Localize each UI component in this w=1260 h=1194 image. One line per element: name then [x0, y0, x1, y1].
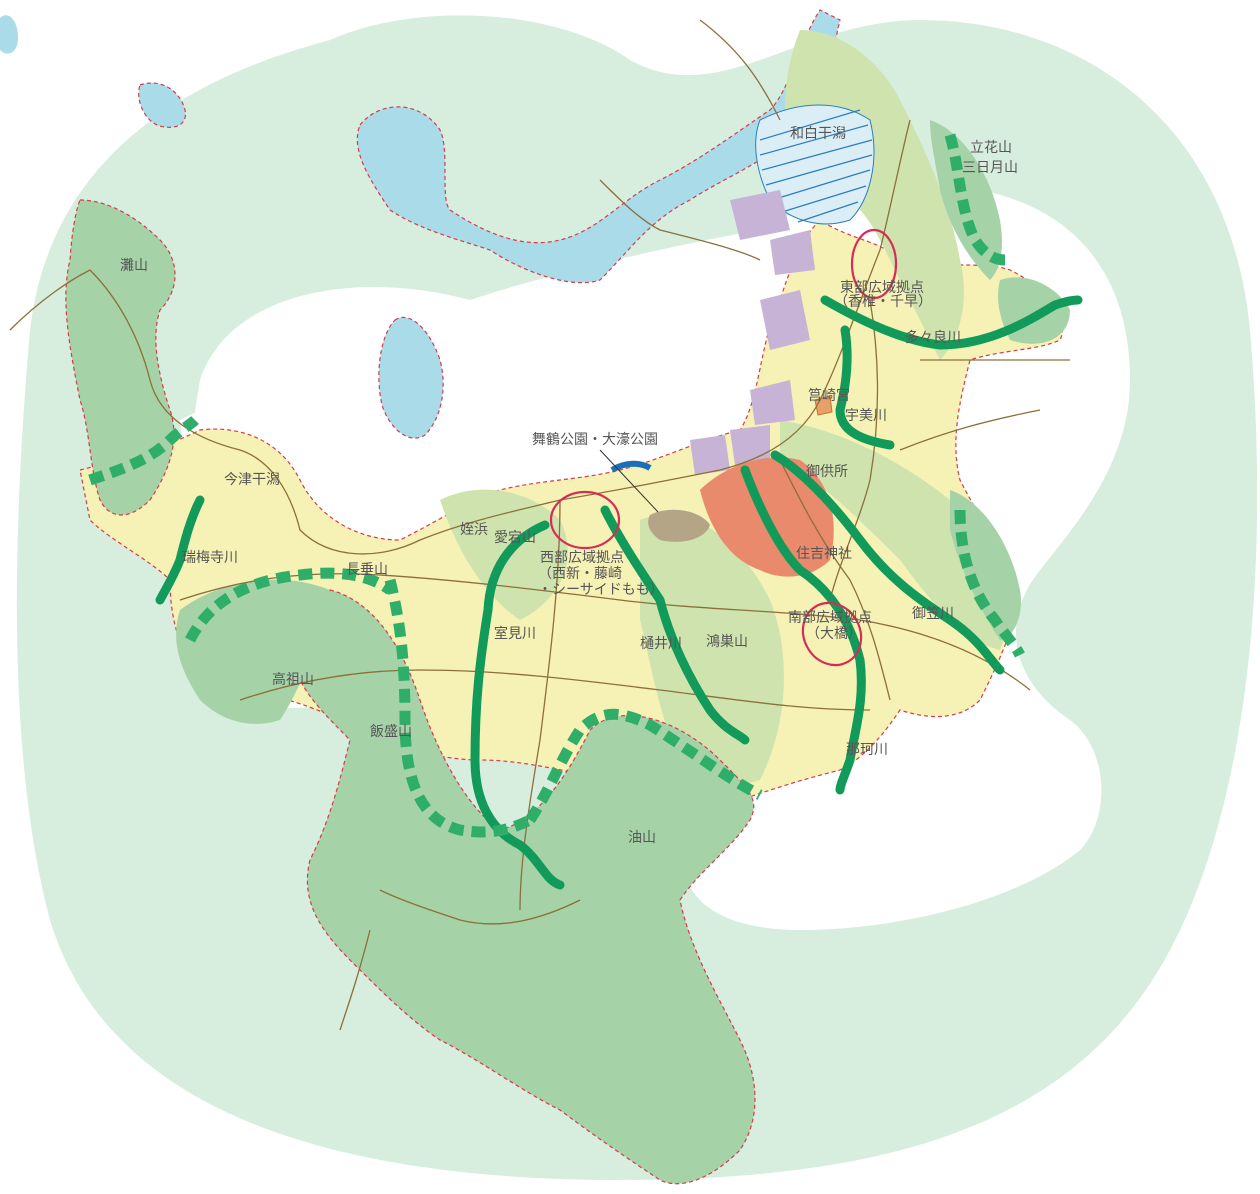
map-labels: 和白干潟 立花山 三日月山 灘山 東部広域拠点 （香椎・千早） 多々良川 筥崎宮… [120, 126, 1018, 846]
label-gokusho: 御供所 [806, 464, 848, 480]
wajiro-tidal-flat [755, 104, 875, 225]
rivers [155, 295, 1083, 890]
southern-mountains [299, 589, 756, 1185]
label-muromi-river: 室見川 [494, 625, 536, 642]
label-nadayama: 灘山 [120, 258, 148, 274]
south-hub-circle [801, 601, 863, 667]
naka-river [740, 465, 866, 795]
uminonakamichi-peninsula [356, 9, 841, 284]
wajiro-hatch-lines [759, 109, 873, 223]
label-zuibaiji-river: 瑞梅寺川 [182, 550, 238, 566]
label-wajiro-higata: 和白干潟 [790, 126, 846, 142]
itoshima-hills [176, 579, 330, 724]
ohori-park [648, 509, 710, 542]
label-meinohama: 姪浜 [460, 522, 488, 538]
western-peninsula-hills [65, 199, 176, 516]
maizuru-leader-line [599, 449, 659, 513]
umi-river [835, 325, 895, 450]
port-areas [690, 190, 815, 475]
label-naka-river: 那珂川 [846, 742, 888, 758]
label-imazu-higata: 今津干潟 [224, 472, 280, 488]
muromi-river [470, 520, 565, 890]
small-island [0, 15, 18, 54]
label-west-hub-line3: ・シーサイドもも） [538, 582, 664, 598]
label-mikasa-river: 御笠川 [912, 606, 954, 622]
label-east-hub-line1: 東部広域拠点 [840, 280, 924, 296]
east-hub-circle [850, 228, 898, 300]
label-hii-river: 樋井川 [640, 636, 682, 652]
label-mikazuki: 三日月山 [962, 160, 1018, 176]
label-iimori: 飯盛山 [370, 723, 412, 740]
label-atago: 愛宕山 [494, 530, 536, 546]
light-green-zone-southeast [780, 420, 1008, 650]
waterfront-marker [610, 460, 652, 473]
genkai-island [138, 82, 187, 128]
label-west-hub-line1: 西部広域拠点 [540, 550, 624, 566]
label-konosu: 鴻巣山 [706, 634, 748, 650]
label-tatara-river: 多々良川 [905, 329, 961, 346]
hii-river [600, 505, 750, 745]
label-tachibana: 立花山 [970, 140, 1012, 156]
label-umi-river: 宇美川 [845, 408, 887, 424]
label-nagatare: 長垂山 [346, 562, 388, 578]
mikasa-hills [950, 490, 1021, 640]
light-green-zone-center [640, 514, 784, 784]
label-aburayama: 油山 [628, 830, 656, 846]
road-network [9, 19, 1070, 1031]
label-maizuru-park: 舞鶴公園・大濠公園 [532, 431, 658, 448]
tatara-river [820, 295, 1083, 350]
mikasa-river [770, 450, 1005, 675]
label-east-hub-line2: （香椎・千早） [834, 294, 932, 310]
nokonoshima-island [378, 316, 444, 439]
label-south-hub-line1: 南部広域拠点 [788, 610, 872, 626]
green-corridors [88, 133, 1025, 838]
zuibaiji-river [155, 495, 205, 605]
label-south-hub-line2: （大橋） [806, 626, 862, 642]
west-hub-circle [549, 490, 621, 550]
label-west-hub-line2: （西新・藤崎 [538, 566, 622, 582]
label-sumiyoshi: 住吉神社 [796, 546, 852, 562]
label-takasu: 高祖山 [272, 671, 314, 688]
hub-circles [549, 228, 898, 667]
label-hakozaki: 筥崎宮 [808, 387, 850, 404]
